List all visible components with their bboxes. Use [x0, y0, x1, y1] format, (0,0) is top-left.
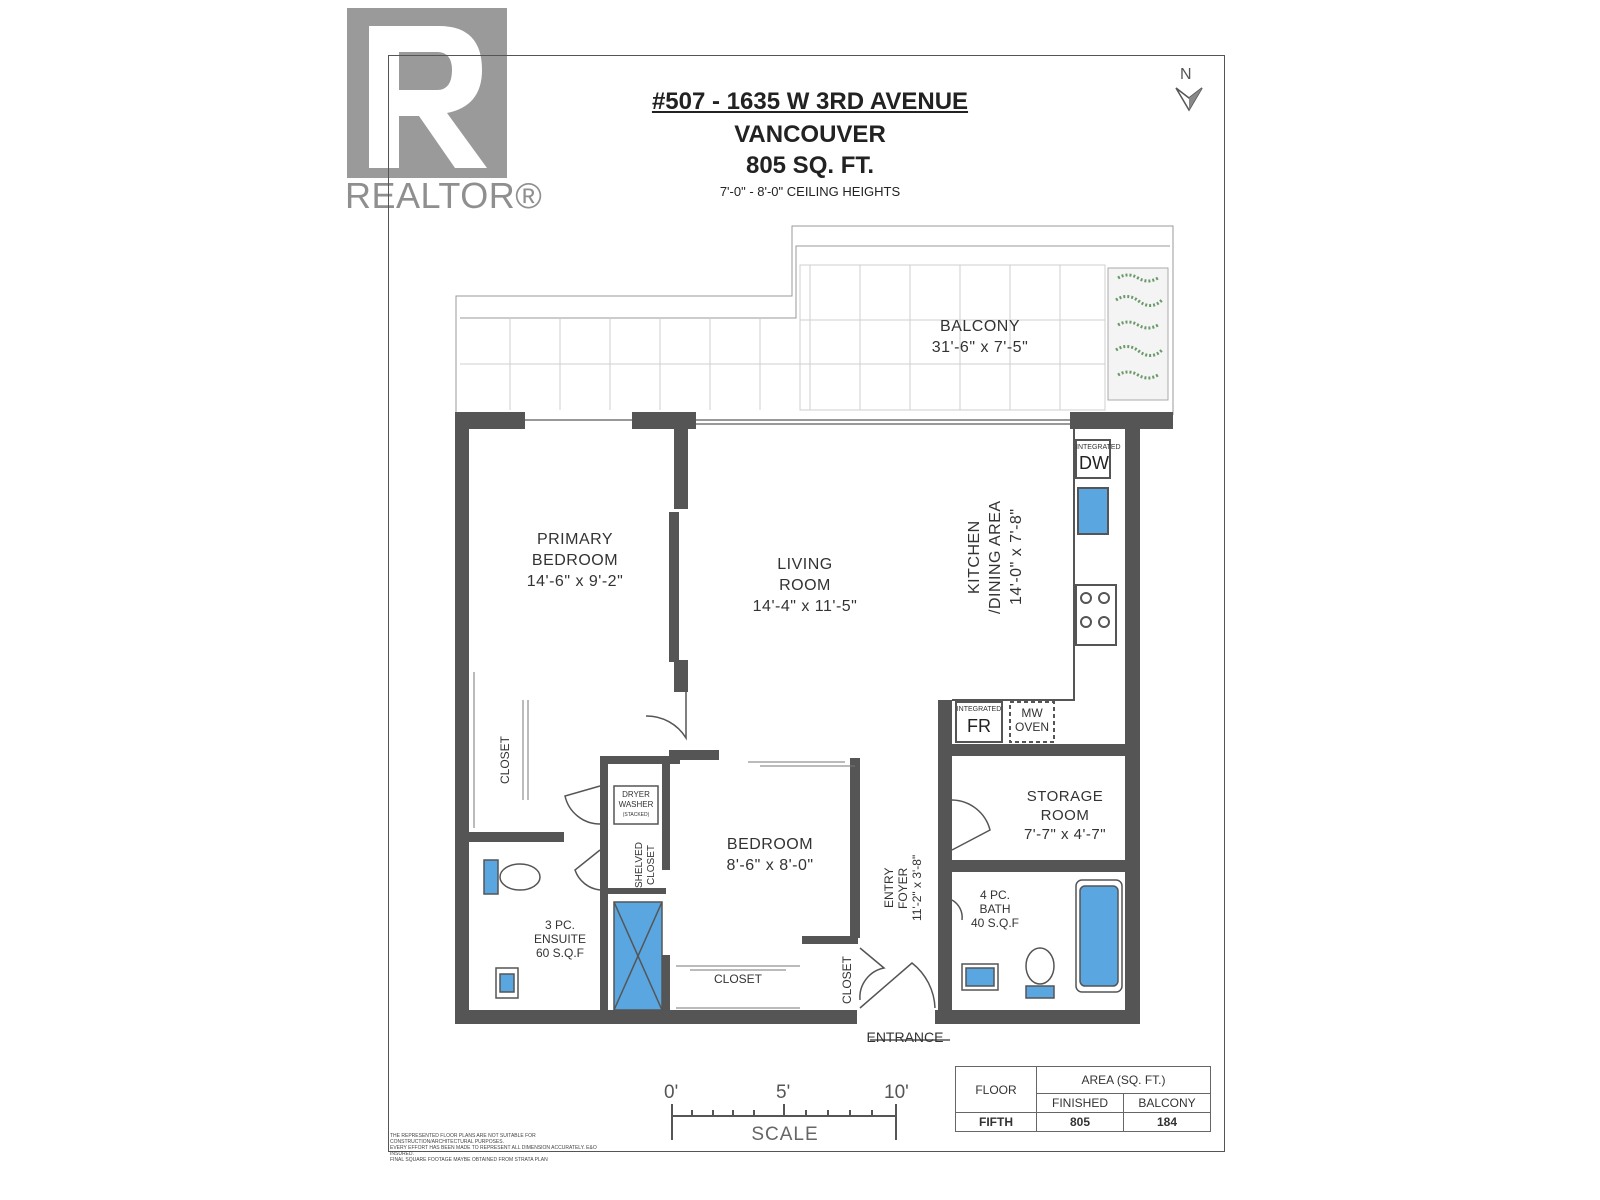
ensuite-dims: 60 S.Q.F: [535, 946, 585, 960]
stacked-label: (STACKED): [622, 812, 650, 818]
entry-name1: ENTRY: [882, 867, 896, 909]
ensuite-name2: ENSUITE: [533, 932, 586, 946]
bedroom-name: BEDROOM: [726, 836, 814, 853]
shelved-closet-label: SHELVED CLOSET: [634, 842, 658, 888]
planter: [1107, 267, 1169, 401]
floor-value: FIFTH: [955, 1112, 1037, 1132]
closet-bedroom-label: CLOSET: [713, 972, 762, 986]
scale-tick-10: 10': [884, 1082, 909, 1103]
dw-label: DW: [1079, 453, 1109, 473]
fr-caption: INTEGRATED: [956, 706, 1002, 713]
disclaimer-line2: EVERY EFFORT HAS BEEN MADE TO REPRESENT …: [390, 1145, 597, 1157]
living-room-name2: ROOM: [779, 577, 831, 594]
kitchen-name1: KITCHEN: [966, 520, 983, 594]
disclaimer: THE REPRESENTED FLOOR PLANS ARE NOT SUIT…: [390, 1133, 620, 1163]
living-room-dims: 14'-4" x 11'-5": [752, 598, 858, 615]
dw-caption: INTEGRATED: [1076, 444, 1121, 451]
primary-bedroom-label: PRIMARY BEDROOM 14'-6" x 9'-2": [500, 529, 650, 592]
storage-label: STORAGE ROOM 7'-7" x 4'-7": [1010, 787, 1120, 844]
entry-dims: 11'-2" x 3'-8": [910, 854, 924, 922]
kitchen-dims: 14'-0" x 7'-8": [1008, 508, 1025, 606]
bath-name1: 4 PC.: [979, 888, 1010, 902]
living-room-label: LIVING ROOM 14'-4" x 11'-5": [725, 554, 885, 617]
kitchen-label: KITCHEN /DINING AREA 14'-0" x 7'-8": [964, 492, 1027, 622]
primary-bedroom-name2: BEDROOM: [531, 552, 619, 569]
walls: [455, 412, 1173, 1024]
closet-entry-label: CLOSET: [840, 956, 854, 1005]
living-room-name1: LIVING: [777, 556, 833, 573]
area-table: FLOOR AREA (SQ. FT.) FINISHED BALCONY FI…: [955, 1066, 1211, 1132]
ceiling-heights: 7'-0" - 8'-0" CEILING HEIGHTS: [719, 184, 901, 199]
realtor-logo-text: REALTOR®: [345, 175, 543, 216]
bath-dims: 40 S.Q.F: [970, 916, 1020, 930]
ensuite-label: 3 PC. ENSUITE 60 S.Q.F: [524, 918, 596, 960]
north-label: N: [1180, 66, 1192, 83]
storage-name2: ROOM: [1040, 807, 1090, 824]
scale-tick-0: 0': [664, 1082, 679, 1103]
plan-sheet: [388, 55, 1225, 1152]
north-arrow-icon: [1175, 87, 1203, 112]
scale-bar: [671, 1104, 897, 1140]
area-header: AREA (SQ. FT.): [1036, 1066, 1211, 1094]
dryer-label: DRYER: [622, 790, 650, 799]
door-swings: [564, 692, 991, 1009]
finished-header: FINISHED: [1036, 1093, 1124, 1113]
storage-dims: 7'-7" x 4'-7": [1023, 826, 1107, 843]
realtor-logo: [347, 8, 507, 178]
balcony-area: [455, 225, 1174, 415]
bedroom-label: BEDROOM 8'-6" x 8'-0": [700, 834, 840, 876]
primary-bedroom-name1: PRIMARY: [536, 531, 614, 548]
closet-primary-label: CLOSET: [498, 736, 512, 785]
disclaimer-line1: THE REPRESENTED FLOOR PLANS ARE NOT SUIT…: [390, 1133, 536, 1145]
bath-label: 4 PC. BATH 40 S.Q.F: [960, 888, 1030, 930]
laundry-box: [613, 785, 659, 825]
washer-label: WASHER: [618, 800, 654, 809]
entrance-label: ENTRANCE: [866, 1029, 944, 1045]
scale-label: SCALE: [751, 1124, 819, 1145]
balcony-tiles: [460, 264, 1106, 411]
finished-value: 805: [1036, 1112, 1124, 1132]
primary-bedroom-dims: 14'-6" x 9'-2": [526, 573, 624, 590]
bath-fixtures: [961, 879, 1123, 999]
oven-label: OVEN: [1014, 720, 1049, 734]
sliding-doors: [525, 419, 1070, 425]
balcony-value: 184: [1123, 1112, 1211, 1132]
balcony-name: BALCONY: [940, 318, 1020, 335]
balcony-dims: 31'-6" x 7'-5": [931, 339, 1029, 356]
entry-label: ENTRY FOYER 11'-2" x 3'-8": [882, 848, 924, 928]
disclaimer-line3: FINAL SQUARE FOOTAGE MAYBE OBTAINED FROM…: [390, 1157, 548, 1163]
mw-oven-label: MW OVEN: [1010, 706, 1054, 734]
balcony-label: BALCONY 31'-6" x 7'-5": [900, 316, 1060, 358]
shelved-closet-word: CLOSET: [646, 845, 657, 886]
bedroom-dims: 8'-6" x 8'-0": [726, 857, 814, 874]
entry-name2: FOYER: [896, 867, 910, 909]
fr-label: FR: [967, 716, 991, 736]
closet-rails: [473, 672, 855, 1009]
mw-label: MW: [1021, 706, 1043, 720]
area-title: 805 SQ. FT.: [745, 152, 875, 179]
ensuite-fixtures: [483, 859, 663, 1011]
kitchen-counter: [952, 429, 1117, 743]
bath-name2: BATH: [979, 902, 1011, 916]
ensuite-name1: 3 PC.: [544, 918, 575, 932]
address-title: #507 - 1635 W 3RD AVENUE: [651, 88, 969, 115]
storage-name1: STORAGE: [1026, 788, 1104, 805]
kitchen-name2: /DINING AREA: [987, 500, 1004, 614]
balcony-header: BALCONY: [1123, 1093, 1211, 1113]
scale-tick-5: 5': [776, 1082, 791, 1103]
laundry-label: DRYER WASHER (STACKED): [614, 790, 658, 820]
city-title: VANCOUVER: [734, 121, 886, 148]
floor-header: FLOOR: [955, 1066, 1037, 1113]
shelved-label: SHELVED: [634, 842, 645, 888]
